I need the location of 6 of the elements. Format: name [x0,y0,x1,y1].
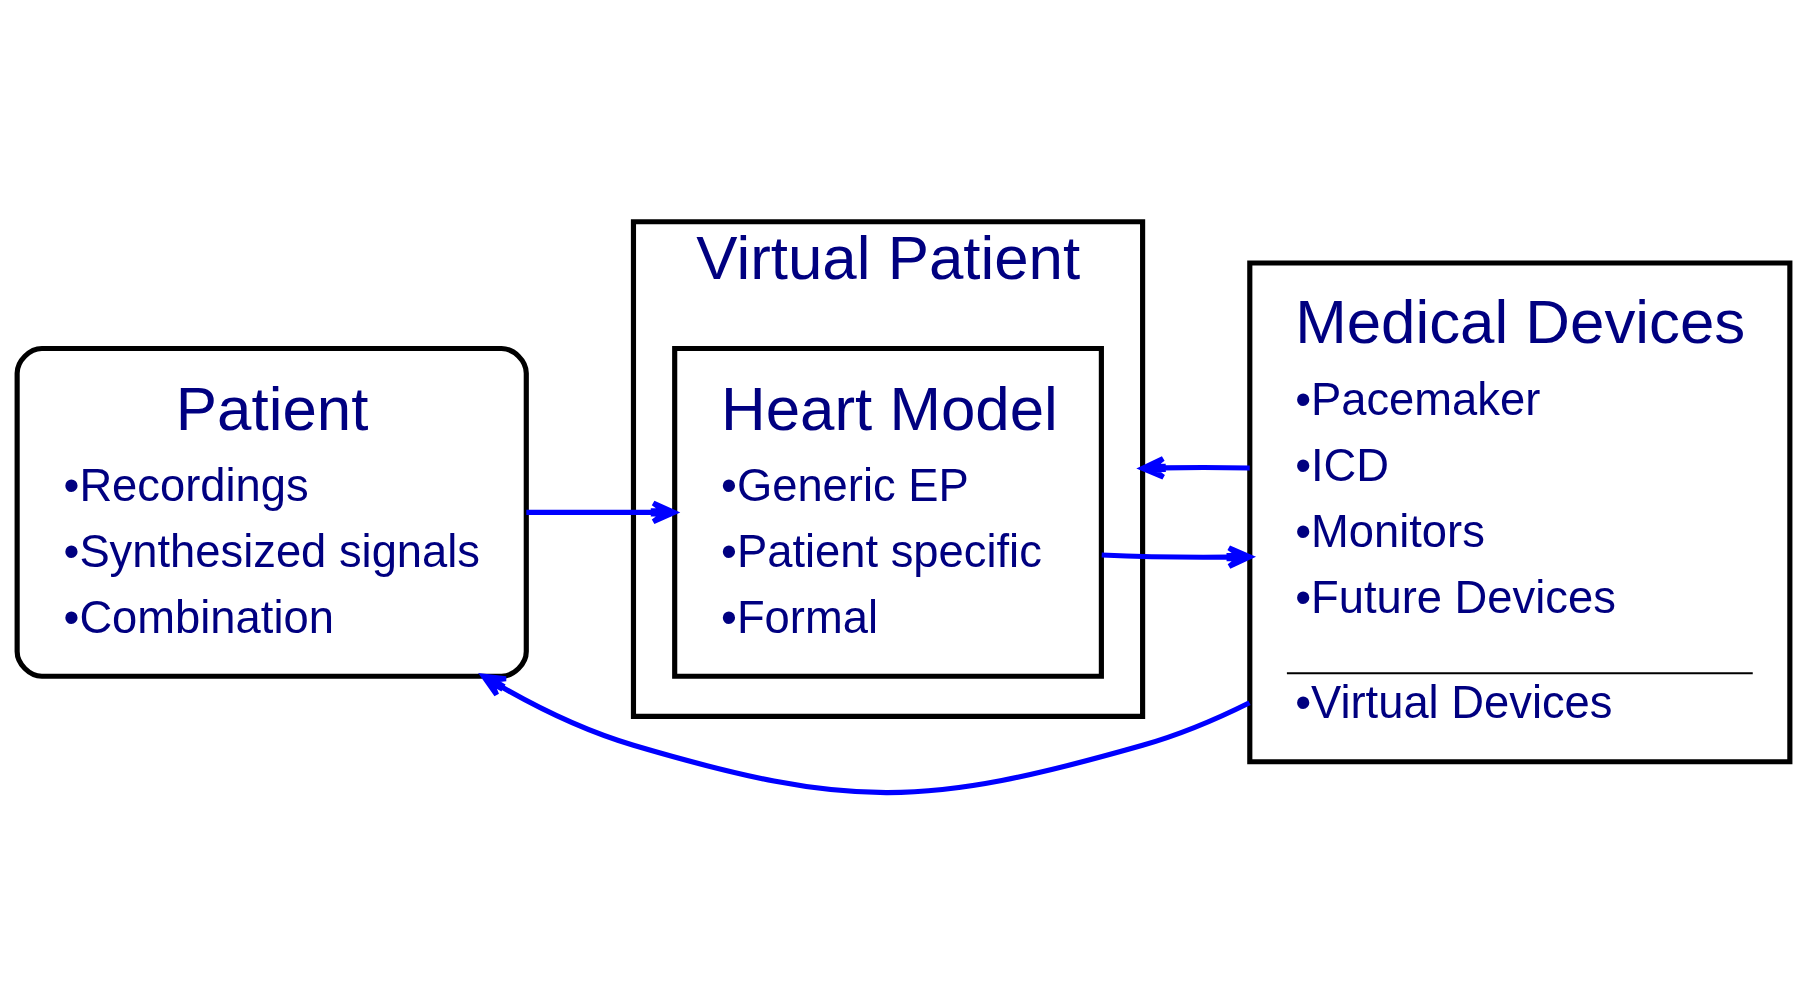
node-box: Heart Model •Generic EP •Patient specific •Formal [672,345,1104,679]
node-box: Medical Devices •Pacemaker •ICD •Monitors •Future Devices •Virtual Devices [1247,259,1793,764]
arrow [526,500,677,524]
arrow [1101,544,1253,569]
arrow [480,673,1251,795]
node-box: Patient •Recordings •Synthesized signals •Combination [14,345,529,679]
